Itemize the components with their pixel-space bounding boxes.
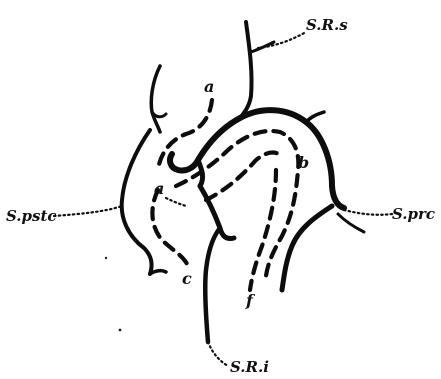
sulcus-left-upper-arc — [151, 66, 160, 132]
speck — [119, 329, 122, 332]
specks — [105, 257, 122, 332]
sulcus-left-upper-hook — [152, 112, 166, 117]
speck — [105, 257, 107, 259]
label-srs: S.R.s — [306, 16, 348, 34]
sulcus-left-lower — [122, 130, 152, 274]
labels: S.R.s S.pstc S.prc S.R.i a a b c f — [6, 16, 435, 376]
leader-spstc — [54, 206, 122, 216]
label-sprc: S.prc — [392, 205, 435, 223]
label-c: c — [182, 269, 192, 288]
dashed-sulcus-a-top — [158, 100, 212, 170]
sulcus-inner-loop-lower — [205, 228, 220, 342]
sulcus-left-lower-hook — [150, 271, 166, 274]
sulcus-superior-trunk — [240, 22, 252, 118]
sulcus-right-lower-spur — [338, 214, 364, 232]
label-f: f — [245, 291, 256, 310]
dashed-sulcus-f — [250, 170, 276, 290]
sulcus-central-fold — [170, 118, 240, 171]
leader-lines — [54, 32, 392, 366]
label-b: b — [298, 153, 309, 172]
dashed-sulcus-b — [176, 131, 298, 276]
sulcus-right-arc-spur — [306, 112, 324, 122]
label-sri: S.R.i — [230, 358, 269, 376]
leader-sprc — [344, 210, 392, 215]
label-a-top: a — [204, 77, 214, 96]
leader-a-mid — [166, 198, 186, 206]
label-a-mid: a — [154, 179, 164, 198]
leader-sri — [208, 342, 228, 366]
label-spstc: S.pstc — [6, 207, 57, 225]
dashed-sulcus-c — [152, 190, 188, 266]
